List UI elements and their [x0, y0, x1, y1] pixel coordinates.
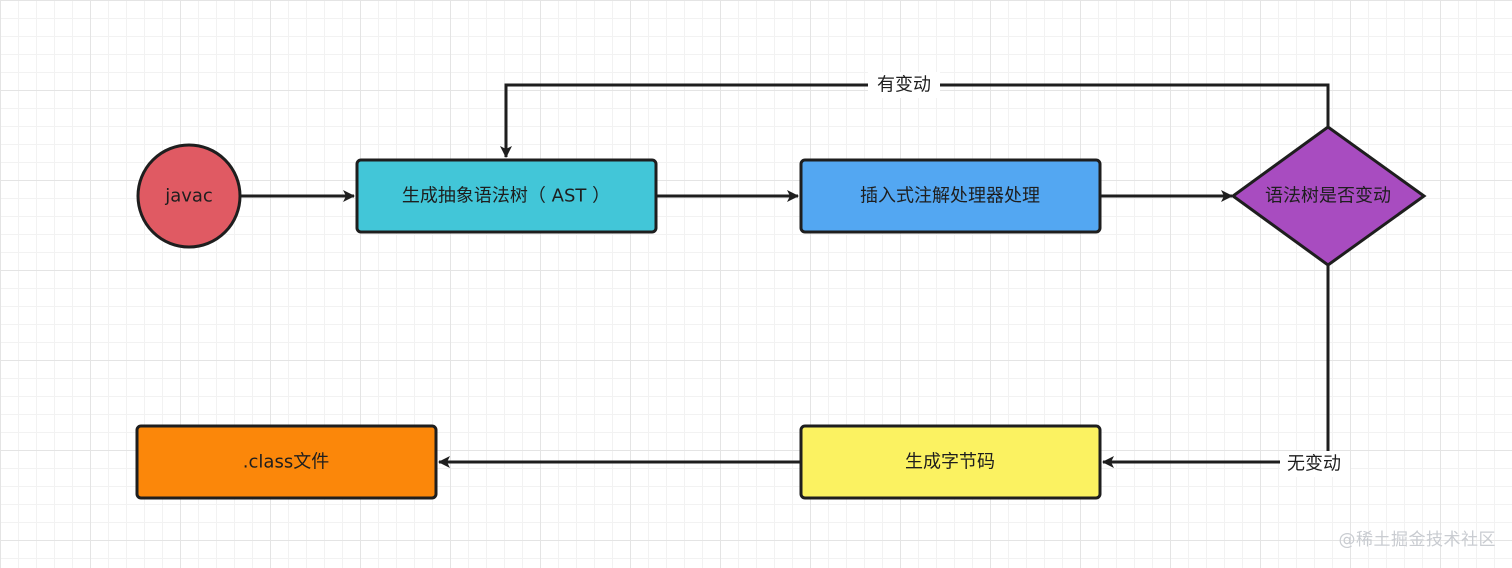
node-decision-shape	[1230, 125, 1427, 267]
node-bytecode-label: 生成字节码	[905, 452, 995, 473]
node-output: .class文件	[135, 424, 438, 500]
edge-label-changed-text: 有变动	[877, 75, 931, 96]
edges	[241, 83, 1330, 468]
node-output-shape	[135, 424, 438, 500]
watermark: @稀土掘金技术社区	[1338, 530, 1496, 550]
node-processor: 插入式注解处理器处理	[799, 158, 1102, 234]
node-bytecode: 生成字节码	[799, 424, 1102, 500]
node-ast-shape	[355, 158, 658, 234]
node-processor-label: 插入式注解处理器处理	[860, 186, 1040, 207]
node-ast-label: 生成抽象语法树（ AST ）	[402, 186, 610, 207]
edge-label-unchanged: 无变动	[1280, 451, 1350, 477]
edge-unchanged	[1102, 265, 1330, 468]
edge-label-unchanged-text: 无变动	[1287, 454, 1341, 475]
node-javac: javac	[136, 143, 242, 249]
node-bytecode-shape	[799, 424, 1102, 500]
node-output-label: .class文件	[243, 452, 329, 473]
edge-label-changed: 有变动	[868, 72, 940, 98]
node-javac-label: javac	[164, 186, 213, 207]
node-ast: 生成抽象语法树（ AST ）	[355, 158, 658, 234]
node-javac-shape	[136, 143, 242, 249]
node-processor-shape	[799, 158, 1102, 234]
node-decision-label: 语法树是否变动	[1265, 186, 1391, 207]
node-decision: 语法树是否变动	[1230, 125, 1427, 267]
